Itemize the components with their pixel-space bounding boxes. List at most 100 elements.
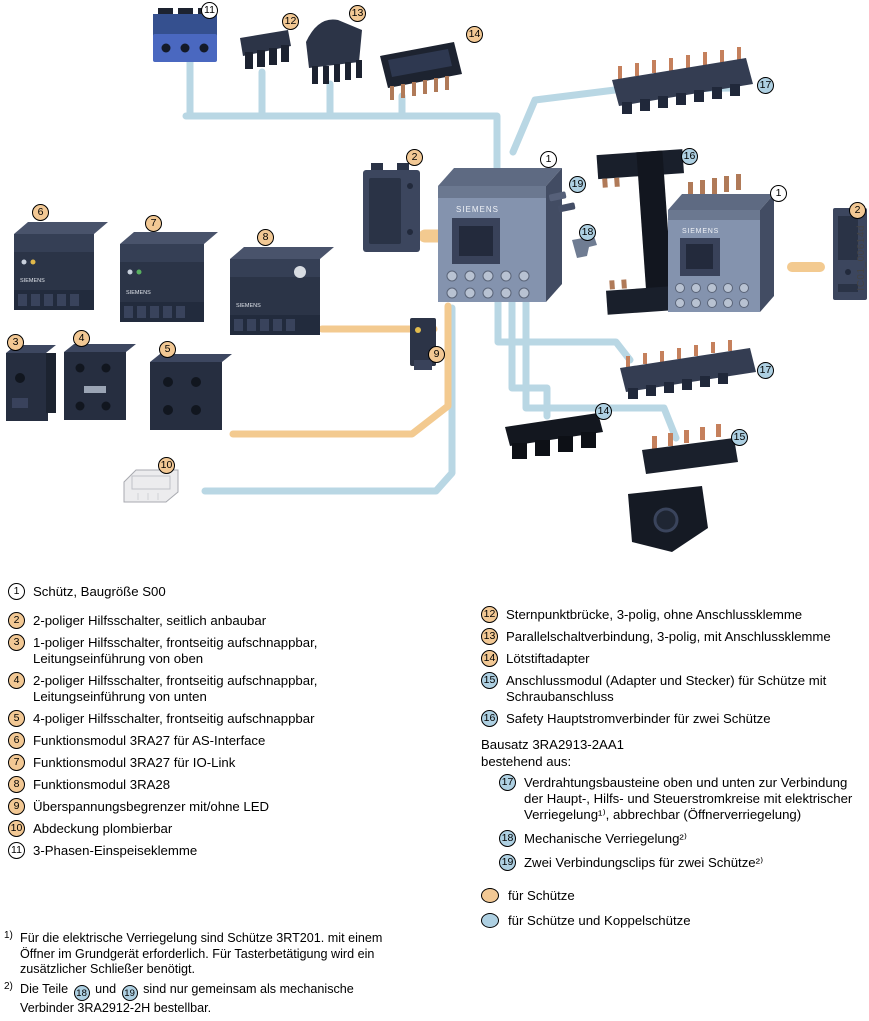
footnote-2-pre: Die Teile [20, 981, 69, 996]
legend-number-19: 19 [499, 854, 516, 871]
brand-label: SIEMENS [456, 205, 499, 214]
legend-text-1: Schütz, Baugröße S00 [33, 584, 166, 599]
callout-16: 16 [681, 148, 698, 165]
legend-text-13: Parallelschaltverbindung, 3-polig, mit A… [506, 629, 831, 644]
legend-text-2: 2-poliger Hilfsschalter, seitlich anbaub… [33, 613, 267, 628]
legend-number-11: 11 [8, 842, 25, 859]
callout-1-main: 1 [540, 151, 557, 168]
footnotes: 1) Für die elektrische Verriegelung sind… [4, 930, 404, 1021]
legend-item-6: 6 Funktionsmodul 3RA27 für AS-Interface [8, 732, 448, 749]
component-solder-pin-adapter-top [380, 42, 462, 100]
legend-number-14: 14 [481, 650, 498, 667]
callout-2-right: 2 [849, 202, 866, 219]
legend-number-3: 3 [8, 634, 25, 651]
legend-text-4: 2-poliger Hilfsschalter, frontseitig auf… [33, 673, 318, 704]
callout-18: 18 [579, 224, 596, 241]
wire-blue-bottom-left [201, 304, 456, 495]
image-code: IC01_00614d [856, 225, 867, 291]
legend-right-column: 12 Sternpunktbrücke, 3-polig, ohne Ansch… [481, 606, 869, 937]
callout-14-mid: 14 [595, 403, 612, 420]
legend-number-9: 9 [8, 798, 25, 815]
legend-number-2: 2 [8, 612, 25, 629]
legend-number-7: 7 [8, 754, 25, 771]
footnote-2: 2) Die Teile 18 und 19 sind nur gemeinsa… [4, 980, 404, 1017]
wires-blue [182, 58, 737, 495]
component-connection-module [628, 424, 738, 552]
component-solder-pin-adapter-mid [505, 413, 603, 459]
callout-2-left: 2 [406, 149, 423, 166]
legend-item-9: 9 Überspannungsbegrenzer mit/ohne LED [8, 798, 448, 815]
exploded-diagram: SIEMENS [6, 2, 867, 552]
footnote-2-callout-18: 18 [73, 985, 90, 1002]
color-key: für Schütze für Schütze und Koppelschütz… [481, 887, 869, 929]
legend-number-1: 1 [8, 583, 25, 600]
callout-11: 11 [201, 2, 218, 19]
component-aux-switch-side-left [363, 163, 420, 252]
legend-item-11: 11 3-Phasen-Einspeiseklemme [8, 842, 448, 859]
legend-text-8: Funktionsmodul 3RA28 [33, 777, 171, 792]
component-contactor-main: SIEMENS [438, 168, 562, 302]
callout-5: 5 [159, 341, 176, 358]
legend-text-10: Abdeckung plombierbar [33, 821, 173, 836]
legend-item-19: 19 Zwei Verbindungsclips für zwei Schütz… [481, 854, 869, 871]
callout-17-mid: 17 [757, 362, 774, 379]
component-aux-switch-side-right [833, 208, 867, 300]
legend-number-16: 16 [481, 710, 498, 727]
kit-heading: Bausatz 3RA2913-2AA1 bestehend aus: [481, 736, 869, 770]
legend-item-3: 3 1-poliger Hilfsschalter, frontseitig a… [8, 634, 448, 667]
brand-label: SIEMENS [20, 278, 45, 284]
legend-item-13: 13 Parallelschaltverbindung, 3-polig, mi… [481, 628, 869, 645]
legend-item-7: 7 Funktionsmodul 3RA27 für IO-Link [8, 754, 448, 771]
legend-text-11: 3-Phasen-Einspeiseklemme [33, 843, 198, 858]
component-connecting-clips [548, 191, 576, 213]
callout-19: 19 [569, 176, 586, 193]
legend-item-12: 12 Sternpunktbrücke, 3-polig, ohne Ansch… [481, 606, 869, 623]
component-wiring-comb-top [612, 47, 753, 114]
diagram-artwork: SIEMENS [6, 8, 867, 552]
legend-item-1: 1 Schütz, Baugröße S00 [8, 583, 166, 600]
legend-text-16: Safety Hauptstromverbinder für zwei Schü… [506, 711, 771, 726]
blue-key-label: für Schütze und Koppelschütze [508, 913, 691, 928]
component-contactor-second: SIEMENS [668, 174, 774, 312]
orange-key-label: für Schütze [508, 888, 575, 903]
legend-text-3: 1-poliger Hilfsschalter, frontseitig auf… [33, 635, 318, 666]
legend-text-5: 4-poliger Hilfsschalter, frontseitig auf… [33, 711, 315, 726]
legend-item-16: 16 Safety Hauptstromverbinder für zwei S… [481, 710, 869, 727]
legend-text-12: Sternpunktbrücke, 3-polig, ohne Anschlus… [506, 607, 803, 622]
callout-8: 8 [257, 229, 274, 246]
legend-item-18: 18 Mechanische Verriegelung²⁾ [481, 830, 869, 847]
callout-14-top: 14 [466, 26, 483, 43]
footnote-1-text: Für die elektrische Verriegelung sind Sc… [20, 931, 383, 976]
footnote-2-marker: 2) [4, 980, 13, 992]
legend-number-18: 18 [499, 830, 516, 847]
legend-text-15: Anschlussmodul (Adapter und Stecker) für… [506, 673, 827, 704]
callout-1-second: 1 [770, 185, 787, 202]
component-sealing-cover [123, 469, 179, 503]
legend-text-14: Lötstiftadapter [506, 651, 590, 666]
wire-blue-top-bus [182, 112, 501, 180]
component-function-module-as-interface: SIEMENS [14, 222, 108, 310]
legend-item-14: 14 Lötstiftadapter [481, 650, 869, 667]
legend-text-18: Mechanische Verriegelung²⁾ [524, 831, 688, 846]
legend-item-10: 10 Abdeckung plombierbar [8, 820, 448, 837]
footnote-2-mid: und [95, 981, 117, 996]
legend-item-4: 4 2-poliger Hilfsschalter, frontseitig a… [8, 672, 448, 705]
legend-number-13: 13 [481, 628, 498, 645]
kit-heading-line2: bestehend aus: [481, 754, 572, 769]
legend-item-15: 15 Anschlussmodul (Adapter und Stecker) … [481, 672, 869, 705]
callout-9: 9 [428, 346, 445, 363]
component-aux-switch-4pole [150, 354, 232, 430]
legend-number-4: 4 [8, 672, 25, 689]
component-star-point-bridge [240, 30, 291, 69]
legend-left-column: 2 2-poliger Hilfsschalter, seitlich anba… [8, 612, 448, 864]
legend-item-8: 8 Funktionsmodul 3RA28 [8, 776, 448, 793]
callout-13: 13 [349, 5, 366, 22]
callout-10: 10 [158, 457, 175, 474]
color-key-blue: für Schütze und Koppelschütze [481, 912, 869, 929]
legend-item-2: 2 2-poliger Hilfsschalter, seitlich anba… [8, 612, 448, 629]
brand-label: SIEMENS [236, 303, 261, 309]
wire-blue-to-mid-comb [494, 298, 634, 364]
component-function-module-io-link: SIEMENS [120, 232, 218, 322]
wire-orange-lower [229, 302, 452, 438]
legend-text-19: Zwei Verbindungsclips für zwei Schütze²⁾ [524, 855, 764, 870]
